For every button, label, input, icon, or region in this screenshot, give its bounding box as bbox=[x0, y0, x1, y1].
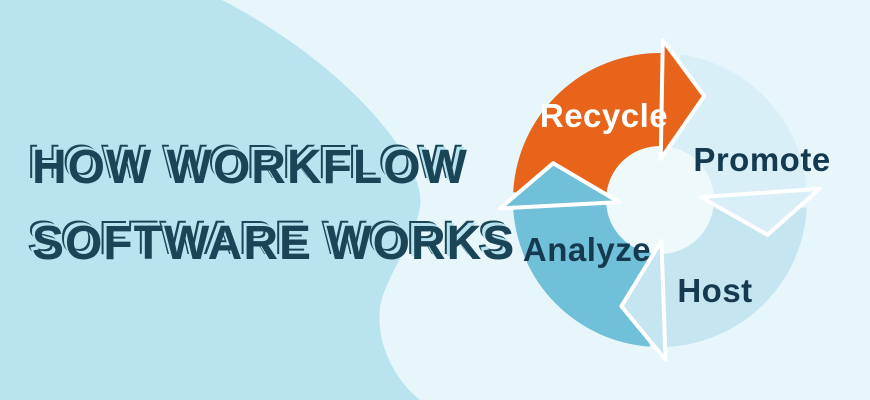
cycle-label-host: Host bbox=[677, 272, 753, 309]
cycle-arrowhead-analyze bbox=[498, 161, 622, 211]
cycle-band-promote bbox=[667, 54, 807, 197]
cycle-band-analyze bbox=[513, 202, 657, 347]
cycle-band-host bbox=[661, 202, 807, 347]
cycle-diagram bbox=[498, 38, 822, 362]
page-title: HOW WORKFLOW SOFTWARE WORKS bbox=[32, 130, 515, 282]
cycle-center-hole bbox=[606, 146, 714, 254]
cycle-arrowhead-recycle bbox=[658, 38, 707, 161]
cycle-arrowhead-host bbox=[619, 239, 668, 362]
cycle-label-analyze: Analyze bbox=[522, 231, 652, 268]
cycle-label-promote: Promote bbox=[693, 141, 831, 178]
title-line-1: HOW WORKFLOW bbox=[32, 141, 468, 194]
cycle-band-recycle bbox=[513, 52, 663, 198]
title-line-2: SOFTWARE WORKS bbox=[32, 217, 516, 270]
cycle-arrowhead-promote bbox=[698, 186, 822, 237]
cycle-label-recycle: Recycle bbox=[539, 97, 669, 134]
